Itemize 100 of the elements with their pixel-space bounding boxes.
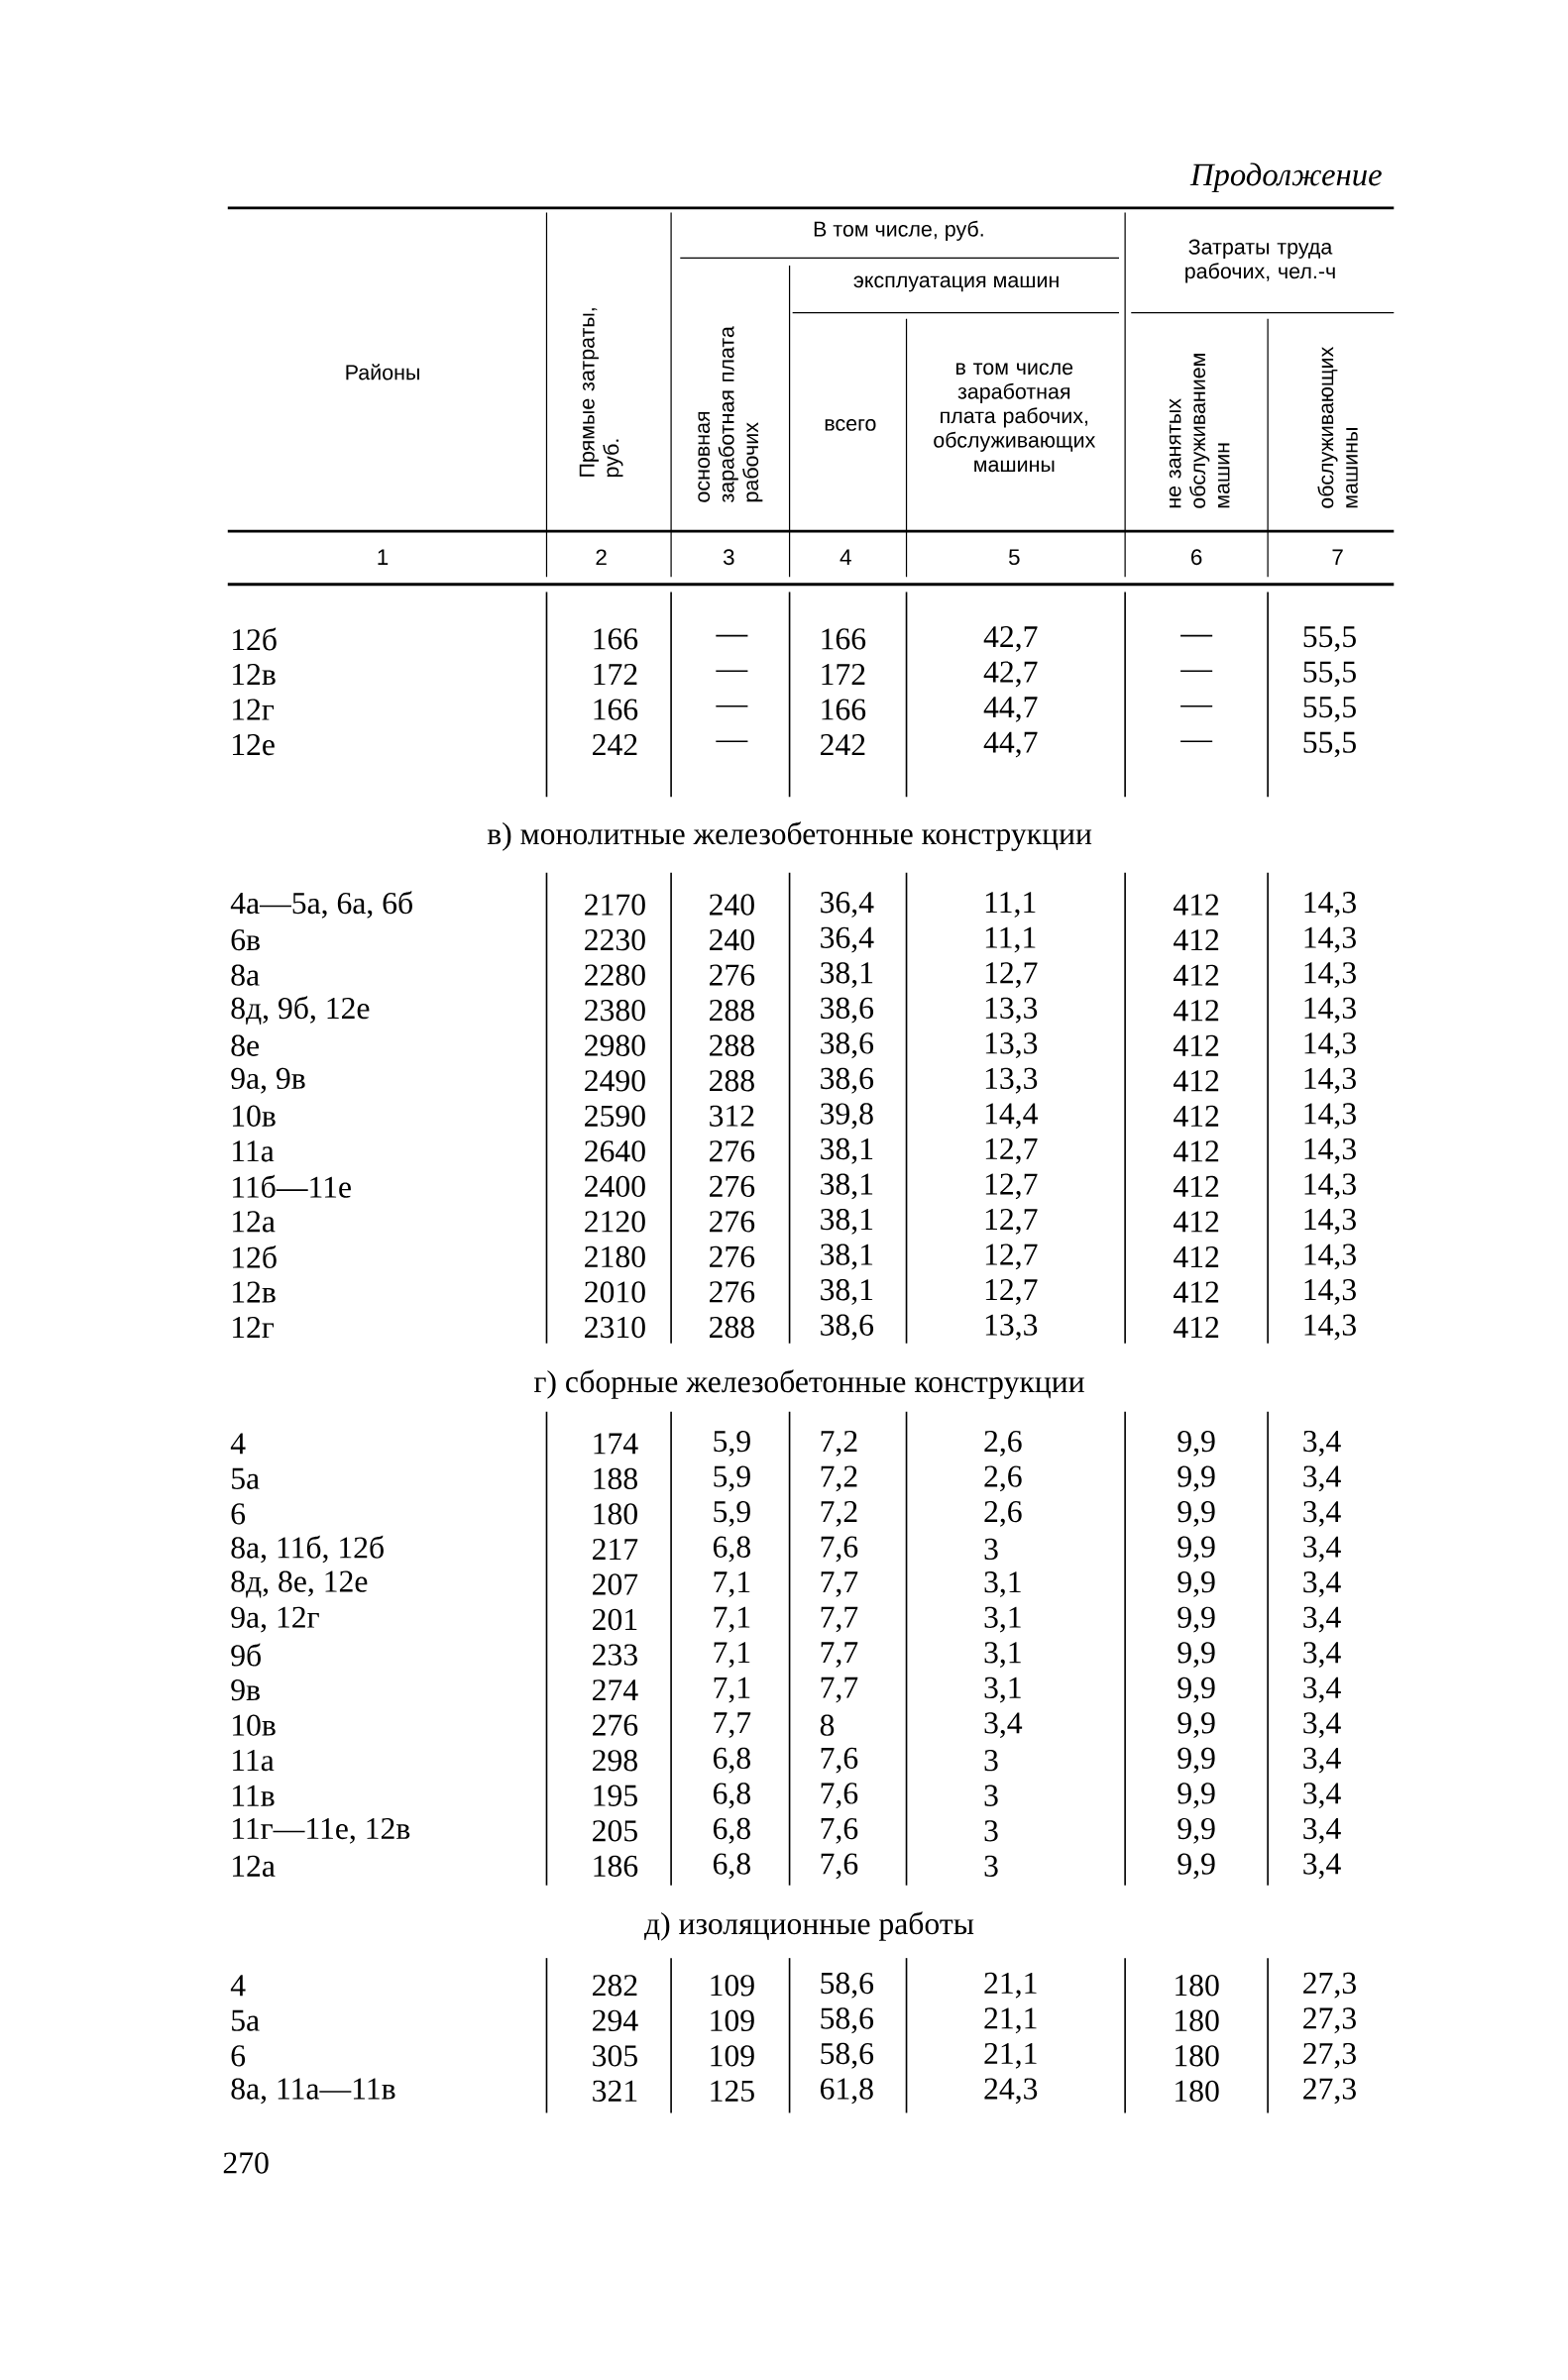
table-cell: 2490 xyxy=(584,1070,645,1092)
table-cell: 44,7 xyxy=(983,731,1038,758)
table-cell: 205 xyxy=(592,1820,637,1842)
table-cell: 12а xyxy=(232,1855,276,1877)
table-cell: 412 xyxy=(1173,964,1218,986)
table-cell: 13,3 xyxy=(985,1032,1037,1059)
table-cell: 288 xyxy=(709,1070,754,1092)
table-cell: 412 xyxy=(1173,1245,1218,1267)
table-cell: 3,4 xyxy=(1303,1677,1341,1703)
table-cell: 42,7 xyxy=(983,661,1038,688)
table-cell: 55,5 xyxy=(1303,626,1356,652)
table-cell: 2,6 xyxy=(984,1501,1022,1527)
table-cell: 14,3 xyxy=(1304,1173,1356,1200)
table-cell: 2180 xyxy=(584,1245,645,1268)
table-cell: 7,7 xyxy=(821,1677,858,1703)
column-header: в том числе заработная плата рабочих, обслуживающих машины xyxy=(934,363,1095,473)
table-cell: 2380 xyxy=(584,999,645,1022)
table-cell: 3,4 xyxy=(984,1712,1022,1739)
table-cell: 412 xyxy=(1173,1105,1218,1127)
table-cell: — xyxy=(716,634,748,637)
table-cell: 125 xyxy=(711,2080,754,2102)
table-cell: 38,6 xyxy=(820,1314,873,1341)
table-cell: 12в xyxy=(232,664,276,685)
table-cell: 9,9 xyxy=(1177,1712,1215,1739)
table-cell: 12б xyxy=(232,627,277,651)
table-cell: 12б xyxy=(232,1244,277,1268)
table-cell: 14,3 xyxy=(1304,997,1356,1024)
table-cell: 412 xyxy=(1173,1281,1218,1303)
table-cell: 38,6 xyxy=(820,997,873,1024)
table-cell: 166 xyxy=(822,628,865,650)
table-cell: 9,9 xyxy=(1177,1783,1215,1809)
table-cell: 38,1 xyxy=(820,1137,872,1164)
table-cell: 10в xyxy=(232,1714,276,1736)
table-cell: 6в xyxy=(231,928,260,951)
table-cell: 276 xyxy=(709,1175,754,1197)
table-cell: 180 xyxy=(1175,2045,1219,2067)
table-cell: 412 xyxy=(1173,1317,1218,1338)
table-cell: 8е xyxy=(231,1034,259,1056)
table-cell: 11а xyxy=(232,1750,275,1772)
table-cell: 12,7 xyxy=(985,1244,1038,1270)
table-cell: 242 xyxy=(592,734,637,756)
table-cell: — xyxy=(716,740,748,743)
table-cell: 3,4 xyxy=(1303,1747,1341,1774)
table-cell: 3 xyxy=(984,1538,998,1561)
table-cell: 12а xyxy=(232,1211,276,1233)
table-cell: 5а xyxy=(231,2009,260,2031)
column-header: В том числе, руб. xyxy=(814,220,983,241)
table-cell: 276 xyxy=(592,1714,637,1736)
table-cell: 4а—5а, 6а, 6б xyxy=(230,891,412,919)
table-cell: 2400 xyxy=(584,1175,645,1198)
column-header: Прямые затраты, руб. xyxy=(579,308,623,478)
table-cell: 186 xyxy=(594,1855,637,1877)
table-cell: 7,6 xyxy=(821,1747,858,1774)
table-cell: 8д, 8е, 12е xyxy=(231,1570,368,1598)
table-cell: 412 xyxy=(1173,1211,1218,1233)
table-cell: 8 xyxy=(820,1714,834,1736)
table-cell: 61,8 xyxy=(820,2078,873,2105)
table-cell: 36,4 xyxy=(820,926,874,953)
table-cell: 8а xyxy=(231,964,260,986)
column-number: 6 xyxy=(1190,549,1202,566)
table-cell: 276 xyxy=(709,1281,754,1303)
table-cell: — xyxy=(1179,704,1212,707)
table-cell: 12,7 xyxy=(985,1279,1038,1305)
table-cell: 109 xyxy=(711,1975,754,1997)
table-cell: 174 xyxy=(594,1433,638,1455)
column-number: 4 xyxy=(840,549,851,565)
table-cell: 412 xyxy=(1173,894,1218,916)
table-cell: 8д, 9б, 12е xyxy=(231,996,370,1026)
table-cell: 2280 xyxy=(584,964,645,986)
table-cell: 13,3 xyxy=(985,1067,1037,1094)
table-cell: 7,6 xyxy=(821,1536,858,1563)
column-number: 7 xyxy=(1332,549,1343,565)
table-cell: 14,3 xyxy=(1304,1137,1356,1164)
section-heading: д) изоляционные работы xyxy=(643,1911,973,1941)
table-cell: 166 xyxy=(822,699,865,720)
table-cell: 2980 xyxy=(584,1034,645,1056)
table-cell: 288 xyxy=(709,999,754,1022)
table-cell: 7,7 xyxy=(821,1571,858,1597)
table-cell: 9,9 xyxy=(1177,1642,1215,1668)
table-cell: — xyxy=(1179,740,1212,743)
table-cell: 240 xyxy=(709,894,754,916)
table-cell: 6,8 xyxy=(713,1853,750,1880)
table-cell: 3 xyxy=(984,1785,998,1806)
table-cell: 2170 xyxy=(584,894,645,916)
page-number: 270 xyxy=(223,2152,269,2174)
table-cell: 42,7 xyxy=(983,626,1038,652)
table-cell: 242 xyxy=(820,734,865,756)
table-cell: 6 xyxy=(231,2045,245,2067)
table-cell: 9а, 9в xyxy=(231,1067,305,1094)
table-cell: 9,9 xyxy=(1177,1677,1215,1703)
table-cell: 14,3 xyxy=(1304,962,1356,988)
table-cell: 7,1 xyxy=(714,1606,750,1633)
table-cell: 14,3 xyxy=(1304,1103,1356,1130)
table-cell: 14,3 xyxy=(1304,1244,1356,1270)
table-cell: 38,1 xyxy=(820,1244,872,1270)
table-cell: 6,8 xyxy=(713,1817,750,1844)
table-cell: 412 xyxy=(1173,1175,1218,1197)
table-cell: 2,6 xyxy=(984,1465,1022,1492)
table-cell: 172 xyxy=(822,664,865,685)
table-cell: 188 xyxy=(594,1467,637,1490)
